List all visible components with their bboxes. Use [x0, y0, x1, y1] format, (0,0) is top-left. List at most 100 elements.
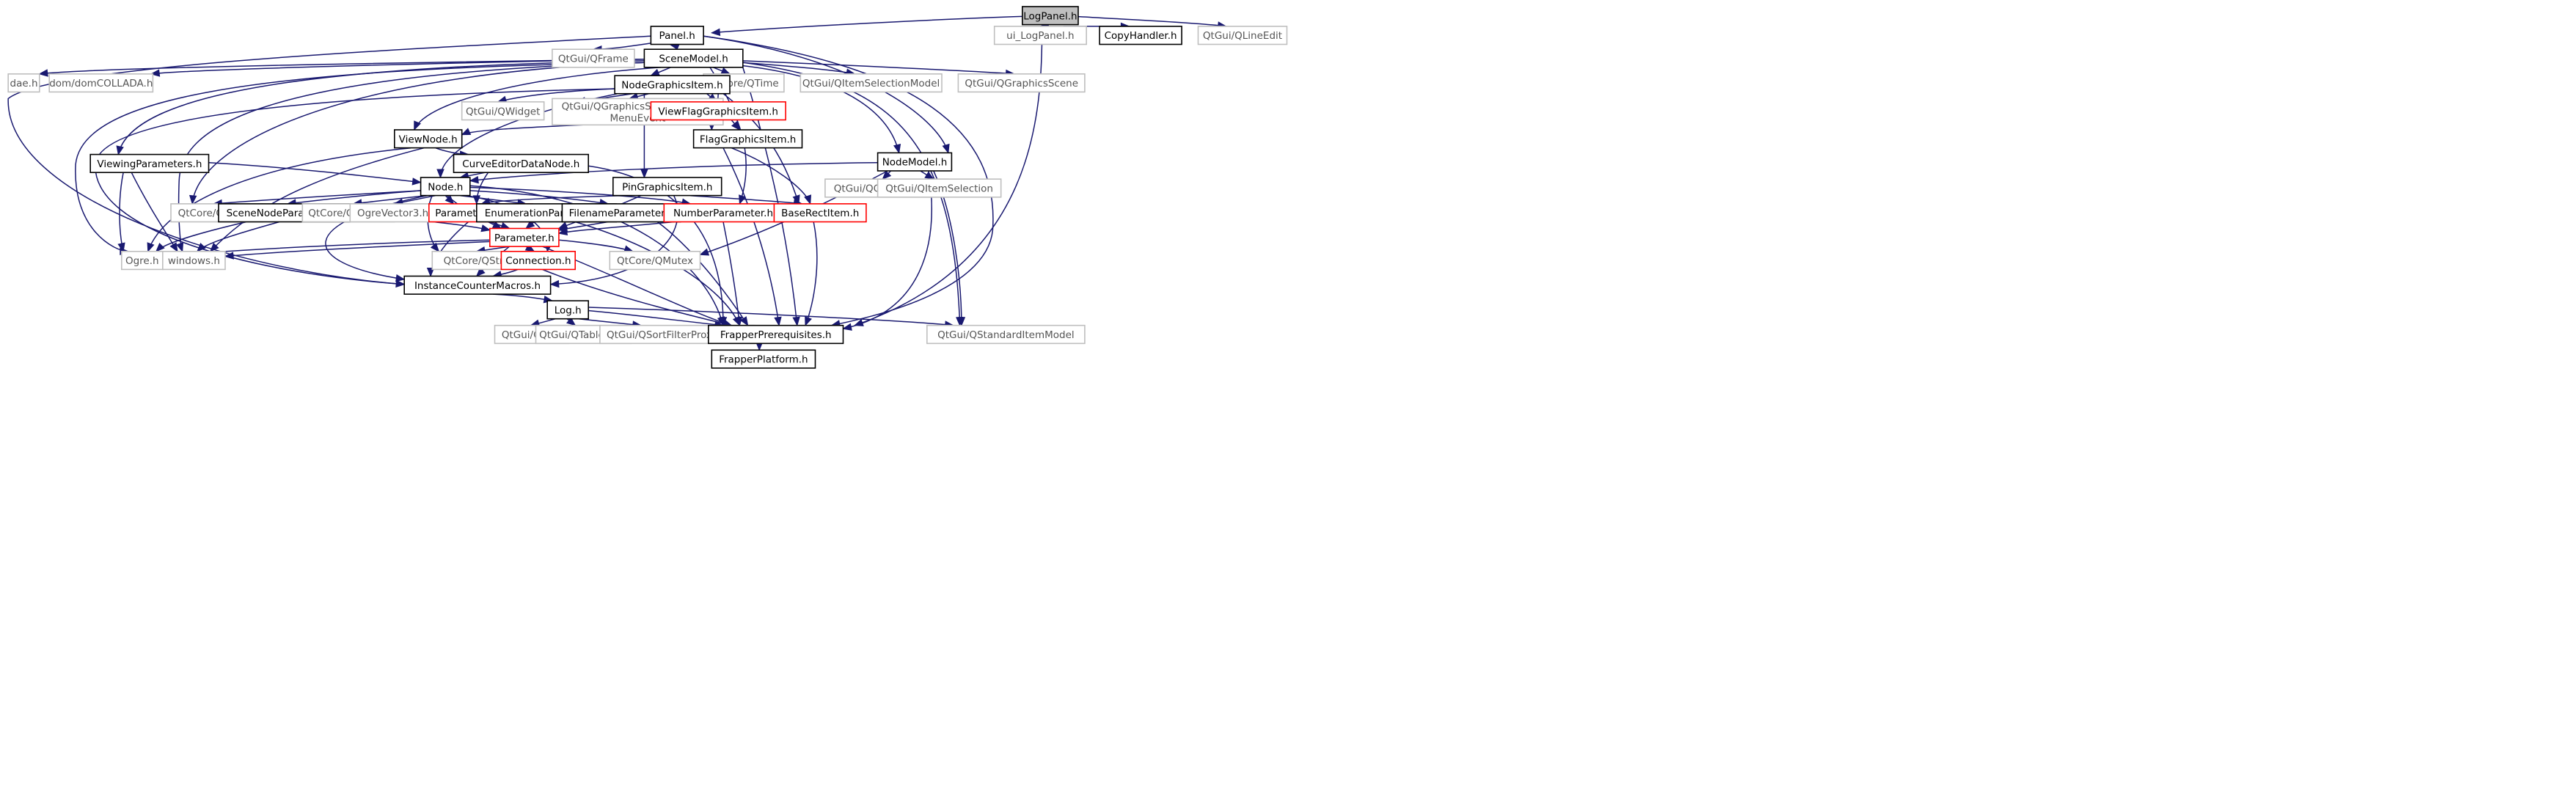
- node-box[interactable]: [643, 48, 744, 68]
- node-connection[interactable]: Connection.h: [500, 250, 577, 271]
- edge-line: [493, 293, 553, 301]
- node-instancecountermacros[interactable]: InstanceCounterMacros.h: [403, 275, 552, 295]
- node-frapperprerequisites[interactable]: FrapperPrerequisites.h: [707, 324, 844, 345]
- node-nodemodel[interactable]: NodeModel.h: [877, 152, 953, 172]
- node-box[interactable]: [121, 250, 164, 271]
- edge-line: [191, 62, 645, 204]
- node-ogrevector3[interactable]: OgreVector3.h: [349, 203, 436, 223]
- edge-nodemodel-to-node: [469, 162, 878, 184]
- node-curveeditordatanode[interactable]: CurveEditorDataNode.h: [453, 153, 589, 174]
- arrowhead: [461, 128, 472, 136]
- node-box[interactable]: [461, 101, 545, 121]
- node-numberparameter[interactable]: NumberParameter.h: [663, 203, 783, 223]
- node-nodegraphicsitem[interactable]: NodeGraphicsItem.h: [614, 75, 731, 95]
- arrowhead: [710, 28, 721, 37]
- node-box[interactable]: [650, 101, 786, 121]
- node-box[interactable]: [799, 73, 943, 93]
- node-box[interactable]: [1099, 26, 1182, 45]
- arrowhead: [524, 243, 535, 252]
- edge-scenemodel-to-qobject: [189, 62, 645, 205]
- node-box[interactable]: [707, 324, 844, 345]
- node-qwidget[interactable]: QtGui/QWidget: [461, 101, 545, 121]
- node-box[interactable]: [552, 48, 635, 68]
- node-windows[interactable]: windows.h: [162, 250, 226, 271]
- node-box[interactable]: [773, 203, 867, 223]
- arrowhead: [699, 248, 710, 256]
- arrowhead: [734, 316, 743, 327]
- node-ui_logpanel[interactable]: ui_LogPanel.h: [993, 26, 1087, 45]
- node-box[interactable]: [1022, 6, 1079, 26]
- node-box[interactable]: [692, 129, 803, 149]
- node-frapperplatform[interactable]: FrapperPlatform.h: [711, 349, 816, 369]
- node-log[interactable]: Log.h: [546, 300, 590, 320]
- node-box[interactable]: [877, 178, 1002, 198]
- arrowhead: [209, 242, 219, 252]
- edge-logpanel-to-frapperprerequisites: [853, 26, 1043, 326]
- node-box[interactable]: [500, 250, 577, 271]
- arrowhead: [196, 243, 206, 252]
- node-filenameparameter[interactable]: FilenameParameter.h: [561, 203, 681, 223]
- node-pingraphicsitem[interactable]: PinGraphicsItem.h: [612, 177, 722, 197]
- node-box[interactable]: [546, 300, 590, 320]
- node-flaggraphicsitem[interactable]: FlagGraphicsItem.h: [692, 129, 803, 149]
- node-box[interactable]: [926, 324, 1086, 345]
- node-box[interactable]: [614, 75, 731, 95]
- edge-line: [131, 172, 178, 252]
- node-box[interactable]: [609, 250, 701, 271]
- node-viewnode[interactable]: ViewNode.h: [393, 129, 463, 149]
- node-copyhandler[interactable]: CopyHandler.h: [1099, 26, 1182, 45]
- edge-viewingparameters-to-ogre: [117, 172, 125, 253]
- node-box[interactable]: [877, 152, 953, 172]
- node-box[interactable]: [453, 153, 589, 174]
- node-box[interactable]: [650, 26, 704, 45]
- node-label: dom/domCOLLADA.h: [49, 78, 153, 89]
- node-box[interactable]: [349, 203, 436, 223]
- node-box[interactable]: [89, 153, 210, 174]
- edge-line: [542, 268, 732, 326]
- node-box[interactable]: [393, 129, 463, 149]
- node-panel[interactable]: Panel.h: [650, 26, 704, 45]
- edge-filenameparameter-to-frapperprerequisites: [656, 221, 749, 326]
- node-box[interactable]: [7, 73, 40, 93]
- node-baserectitem[interactable]: BaseRectItem.h: [773, 203, 867, 223]
- node-box[interactable]: [993, 26, 1087, 45]
- arrowhead: [150, 69, 161, 77]
- node-qitemselectionmodel[interactable]: QtGui/QItemSelectionModel: [799, 73, 943, 93]
- node-label: Log.h: [555, 304, 582, 316]
- node-logpanel[interactable]: LogPanel.h: [1022, 6, 1079, 26]
- node-dae[interactable]: dae.h: [7, 73, 40, 93]
- node-box[interactable]: [957, 73, 1086, 93]
- node-label: dae.h: [10, 78, 38, 89]
- node-qgraphicsscene[interactable]: QtGui/QGraphicsScene: [957, 73, 1086, 93]
- node-box[interactable]: [1197, 26, 1288, 45]
- edge-line: [854, 26, 1043, 326]
- node-label: CopyHandler.h: [1105, 30, 1177, 42]
- node-box[interactable]: [663, 203, 783, 223]
- edge-line: [593, 42, 654, 50]
- node-viewingparameters[interactable]: ViewingParameters.h: [89, 153, 210, 174]
- node-scenemodel[interactable]: SceneModel.h: [643, 48, 744, 68]
- arrowhead: [38, 69, 48, 77]
- node-box[interactable]: [711, 349, 816, 369]
- node-box[interactable]: [420, 177, 471, 197]
- node-qmutex[interactable]: QtCore/QMutex: [609, 250, 701, 271]
- node-ogre[interactable]: Ogre.h: [121, 250, 164, 271]
- node-box[interactable]: [489, 227, 560, 247]
- node-box[interactable]: [403, 275, 552, 295]
- node-label: QtGui/QStandardItemModel: [937, 329, 1075, 341]
- node-qlineedit[interactable]: QtGui/QLineEdit: [1197, 26, 1288, 45]
- node-domcollada[interactable]: dom/domCOLLADA.h: [48, 73, 154, 93]
- node-qstandarditemmodel[interactable]: QtGui/QStandardItemModel: [926, 324, 1086, 345]
- node-parameter[interactable]: Parameter.h: [489, 227, 560, 247]
- node-box[interactable]: [48, 73, 154, 93]
- node-box[interactable]: [162, 250, 226, 271]
- node-node[interactable]: Node.h: [420, 177, 471, 197]
- node-box[interactable]: [612, 177, 722, 197]
- node-qitemselection[interactable]: QtGui/QItemSelection: [877, 178, 1002, 198]
- node-viewflaggraphicsitem[interactable]: ViewFlagGraphicsItem.h: [650, 101, 786, 121]
- node-label: ViewNode.h: [399, 133, 458, 145]
- node-label: QtGui/QFrame: [558, 54, 629, 65]
- node-qframe[interactable]: QtGui/QFrame: [552, 48, 635, 68]
- node-label: OgreVector3.h: [357, 208, 428, 219]
